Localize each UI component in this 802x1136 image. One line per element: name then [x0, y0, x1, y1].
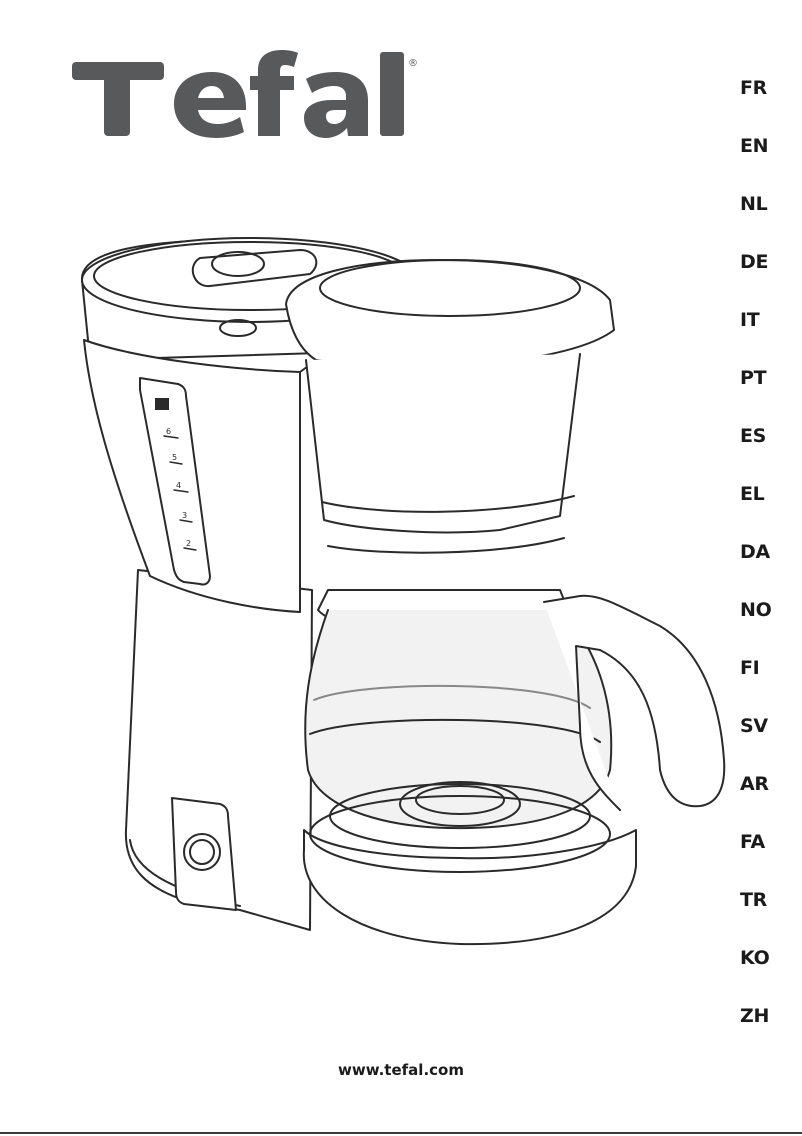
level-mark-2: 2: [186, 539, 191, 548]
language-code-pt: PT: [740, 367, 767, 389]
language-code-fr: FR: [740, 77, 768, 99]
language-code-sv: SV: [740, 715, 768, 737]
website-url[interactable]: www.tefal.com: [338, 1061, 464, 1079]
language-code-de: DE: [740, 251, 769, 273]
bottom-divider: [0, 1132, 802, 1134]
language-code-da: DA: [740, 541, 770, 563]
language-code-ar: AR: [740, 773, 769, 795]
language-code-fa: FA: [740, 831, 765, 853]
tefal-logo: ®: [72, 50, 418, 138]
language-code-nl: NL: [740, 193, 768, 215]
language-code-no: NO: [740, 599, 772, 621]
language-code-fi: FI: [740, 657, 760, 679]
language-code-ko: KO: [740, 947, 770, 969]
language-code-el: EL: [740, 483, 765, 505]
language-code-es: ES: [740, 425, 767, 447]
language-code-it: IT: [740, 309, 760, 331]
language-list: FR EN NL DE IT PT ES EL DA NO FI SV AR FA TR KO ZH: [740, 70, 800, 1056]
trademark-symbol: ®: [408, 58, 418, 69]
level-mark-6: 6: [166, 427, 171, 436]
language-code-zh: ZH: [740, 1005, 770, 1027]
level-mark-4: 4: [176, 481, 181, 490]
coffee-maker-illustration: 6 5 4 3 2: [80, 237, 726, 946]
language-code-en: EN: [740, 135, 769, 157]
language-code-tr: TR: [740, 889, 767, 911]
level-mark-3: 3: [182, 511, 187, 520]
level-mark-5: 5: [172, 453, 177, 462]
